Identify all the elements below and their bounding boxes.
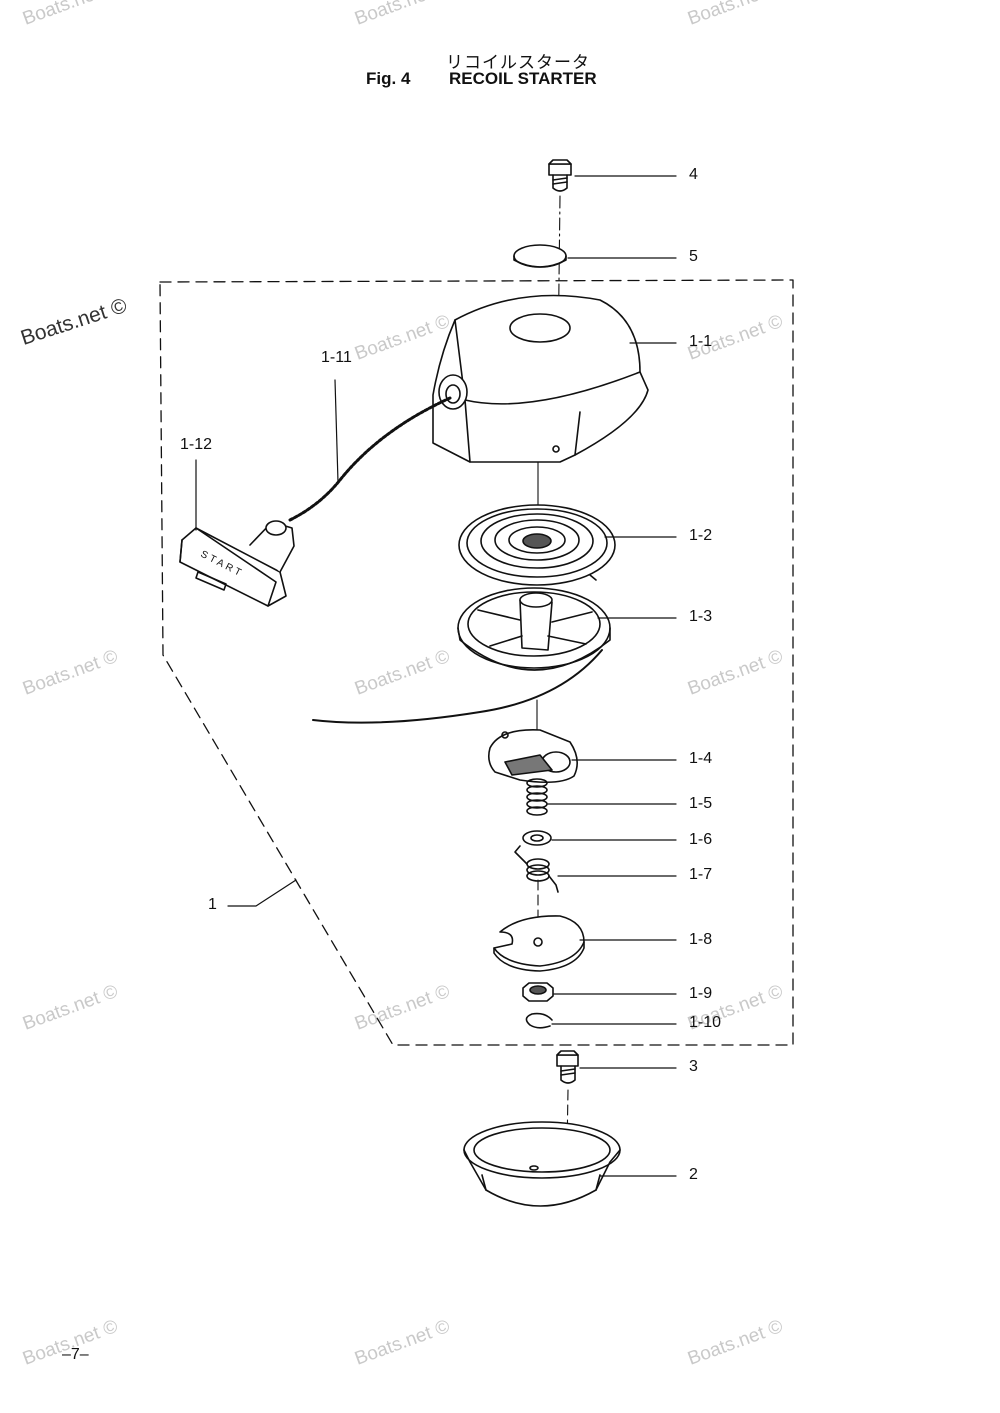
assembly-boundary bbox=[159, 279, 794, 1046]
title-japanese: リコイルスタータ bbox=[446, 53, 590, 73]
page-number: –7– bbox=[62, 1346, 89, 1363]
figure-title: RECOIL STARTER bbox=[449, 69, 597, 88]
part-label-1-6: 1-6 bbox=[689, 831, 713, 848]
spring-1-5 bbox=[526, 778, 548, 816]
bolt-3 bbox=[556, 1050, 579, 1084]
washer-1-6 bbox=[522, 830, 552, 846]
starter-cup-2 bbox=[463, 1121, 621, 1207]
part-label-4: 4 bbox=[689, 166, 698, 183]
starter-case-1-1 bbox=[432, 294, 649, 463]
part-label-2: 2 bbox=[689, 1166, 698, 1183]
part-label-5: 5 bbox=[689, 248, 698, 265]
part-label-1-3: 1-3 bbox=[689, 608, 713, 625]
pulley-1-3 bbox=[457, 587, 611, 671]
part-label-1: 1 bbox=[208, 896, 217, 913]
part-label-3: 3 bbox=[689, 1058, 698, 1075]
part-label-1-7: 1-7 bbox=[689, 866, 713, 883]
part-label-1-1: 1-1 bbox=[689, 333, 713, 350]
starter-handle-1-12 bbox=[179, 520, 295, 607]
part-label-1-5: 1-5 bbox=[689, 795, 713, 812]
part-label-1-4: 1-4 bbox=[689, 750, 713, 767]
recoil-spring-1-2 bbox=[458, 504, 616, 586]
leader-lines bbox=[195, 175, 677, 1177]
part-label-1-8: 1-8 bbox=[689, 931, 713, 948]
part-label-1-10: 1-10 bbox=[689, 1014, 722, 1031]
cap-5 bbox=[513, 244, 567, 268]
part-label-1-12: 1-12 bbox=[180, 436, 213, 453]
starter-rope-1-11 bbox=[288, 396, 452, 522]
bolt-4 bbox=[548, 159, 572, 192]
clip-1-10 bbox=[525, 1012, 553, 1029]
part-label-1-11: 1-11 bbox=[321, 349, 352, 366]
friction-plate-1-8 bbox=[493, 915, 585, 972]
part-label-1-9: 1-9 bbox=[689, 985, 713, 1002]
ratchet-1-4 bbox=[488, 729, 578, 784]
figure-number: Fig. 4 bbox=[366, 69, 411, 88]
part-label-1-2: 1-2 bbox=[689, 527, 713, 544]
nut-1-9 bbox=[522, 982, 554, 1002]
starter-rope-1-11 bbox=[312, 649, 603, 724]
spring-1-7 bbox=[514, 845, 559, 893]
